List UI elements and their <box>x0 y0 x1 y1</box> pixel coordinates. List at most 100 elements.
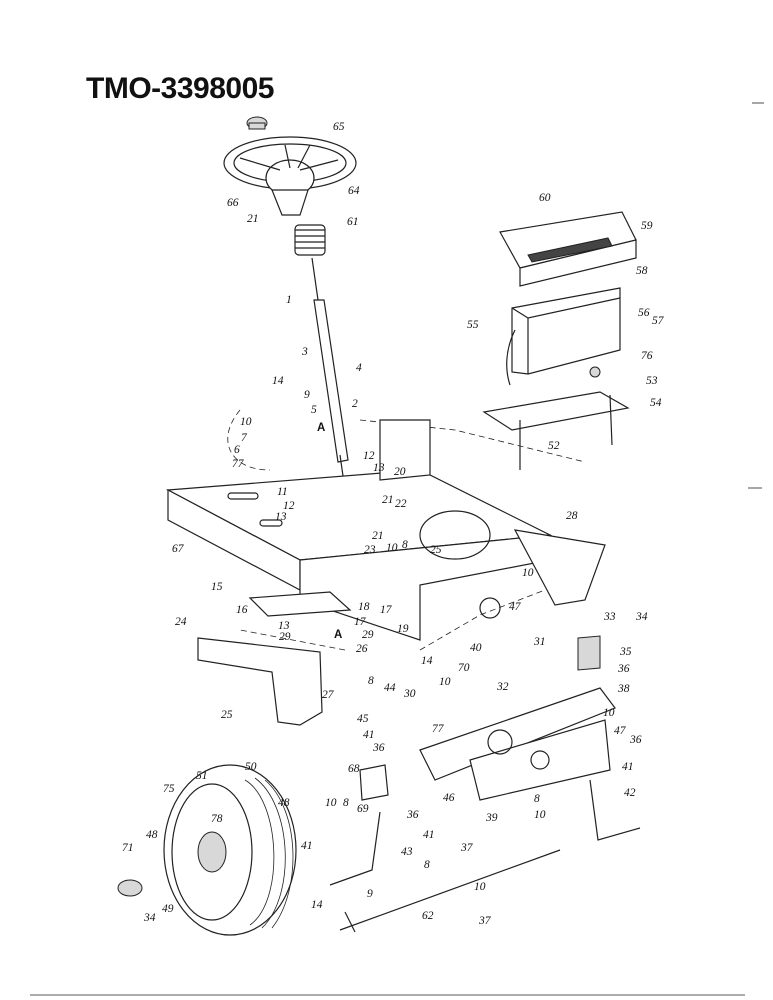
callout: 56 <box>638 307 650 319</box>
callout: 67 <box>172 543 185 555</box>
callout: 41 <box>622 761 634 773</box>
callout: 42 <box>624 787 636 799</box>
battery-drawing <box>482 211 637 470</box>
callout: 39 <box>485 812 498 824</box>
callout: 10 <box>240 416 252 428</box>
callout: 38 <box>617 683 630 695</box>
callout: 75 <box>163 783 175 795</box>
callout: 29 <box>362 629 374 641</box>
callout: 7 <box>241 432 248 444</box>
axle-drawing <box>419 635 616 801</box>
callout: 8 <box>534 793 540 805</box>
callout: 18 <box>358 601 370 613</box>
callout: 29 <box>279 631 291 643</box>
callout: 8 <box>424 859 430 871</box>
callout: 15 <box>211 581 223 593</box>
callout: 4 <box>356 362 362 374</box>
callout: 71 <box>122 842 134 854</box>
callout: 23 <box>364 544 376 556</box>
callout: 54 <box>650 397 662 409</box>
callout: 10 <box>603 707 615 719</box>
callout: 44 <box>384 682 396 694</box>
callout: 8 <box>402 539 408 551</box>
callout: 5 <box>311 404 317 416</box>
callout: 17 <box>354 616 367 628</box>
callout: 13 <box>278 620 290 632</box>
callout: 10 <box>325 797 337 809</box>
callout: 49 <box>162 903 174 915</box>
callout: 36 <box>629 734 642 746</box>
callout: 65 <box>333 121 345 133</box>
callout: 33 <box>603 611 616 623</box>
callout: 10 <box>522 567 534 579</box>
side-bracket-drawing <box>197 637 323 726</box>
callout: 36 <box>406 809 419 821</box>
callout: 59 <box>641 220 653 232</box>
callout: 47 <box>509 601 522 613</box>
callout: 37 <box>460 842 474 854</box>
callout: 13 <box>373 462 385 474</box>
callout: 10 <box>474 881 486 893</box>
callout: 6 <box>234 444 240 456</box>
callout: 31 <box>533 636 546 648</box>
callout: 32 <box>496 681 509 693</box>
callout: 77 <box>432 723 445 735</box>
callout: 60 <box>539 192 551 204</box>
callout: 8 <box>343 797 349 809</box>
callout: 9 <box>304 389 310 401</box>
callout: 66 <box>227 197 239 209</box>
callout: 12 <box>283 500 295 512</box>
callout: 11 <box>277 486 288 498</box>
callout: 78 <box>211 813 223 825</box>
callout: 58 <box>636 265 648 277</box>
callout: 36 <box>372 742 385 754</box>
callout: 69 <box>357 803 369 815</box>
callout: 1 <box>286 294 292 306</box>
spring-drawing <box>294 224 326 256</box>
callout: 14 <box>272 375 284 387</box>
callout: 3 <box>301 346 308 358</box>
callout: 47 <box>614 725 627 737</box>
callout: 51 <box>196 770 208 782</box>
callout: 64 <box>348 185 360 197</box>
callout: 48 <box>278 797 290 809</box>
callout: 30 <box>403 688 416 700</box>
callout: 14 <box>311 899 323 911</box>
callout: 41 <box>423 829 435 841</box>
callout: A <box>317 422 325 434</box>
callout: 16 <box>236 604 248 616</box>
callout: 68 <box>348 763 360 775</box>
callout: 10 <box>439 676 451 688</box>
callout: 17 <box>380 604 393 616</box>
callout: 12 <box>363 450 375 462</box>
callout: 48 <box>146 829 158 841</box>
callout: 10 <box>386 542 398 554</box>
callout: 76 <box>641 350 653 362</box>
callout: 62 <box>422 910 434 922</box>
steering-shaft-drawing <box>311 257 349 491</box>
callout: 57 <box>652 315 665 327</box>
callout: 45 <box>357 713 369 725</box>
callout: 28 <box>566 510 578 522</box>
callout: 13 <box>275 511 287 523</box>
callout: 77 <box>232 458 245 470</box>
callout: 10 <box>534 809 546 821</box>
callout: 25 <box>221 709 233 721</box>
frame-drawing <box>165 419 606 641</box>
callout: 52 <box>548 440 560 452</box>
callout: 41 <box>301 840 313 852</box>
callout: 50 <box>245 761 257 773</box>
callout: 46 <box>443 792 455 804</box>
page-edge-marks <box>30 102 764 996</box>
callout: 21 <box>247 213 259 225</box>
diagram-title: TMO-3398005 <box>86 72 274 105</box>
callout: 36 <box>617 663 630 675</box>
callout: 55 <box>467 319 479 331</box>
callout: 41 <box>363 729 375 741</box>
callout: 9 <box>367 888 373 900</box>
spindle-tie-rod-drawing <box>329 764 641 933</box>
callout: 21 <box>372 530 384 542</box>
callout: 37 <box>478 915 492 927</box>
callout: 14 <box>421 655 433 667</box>
